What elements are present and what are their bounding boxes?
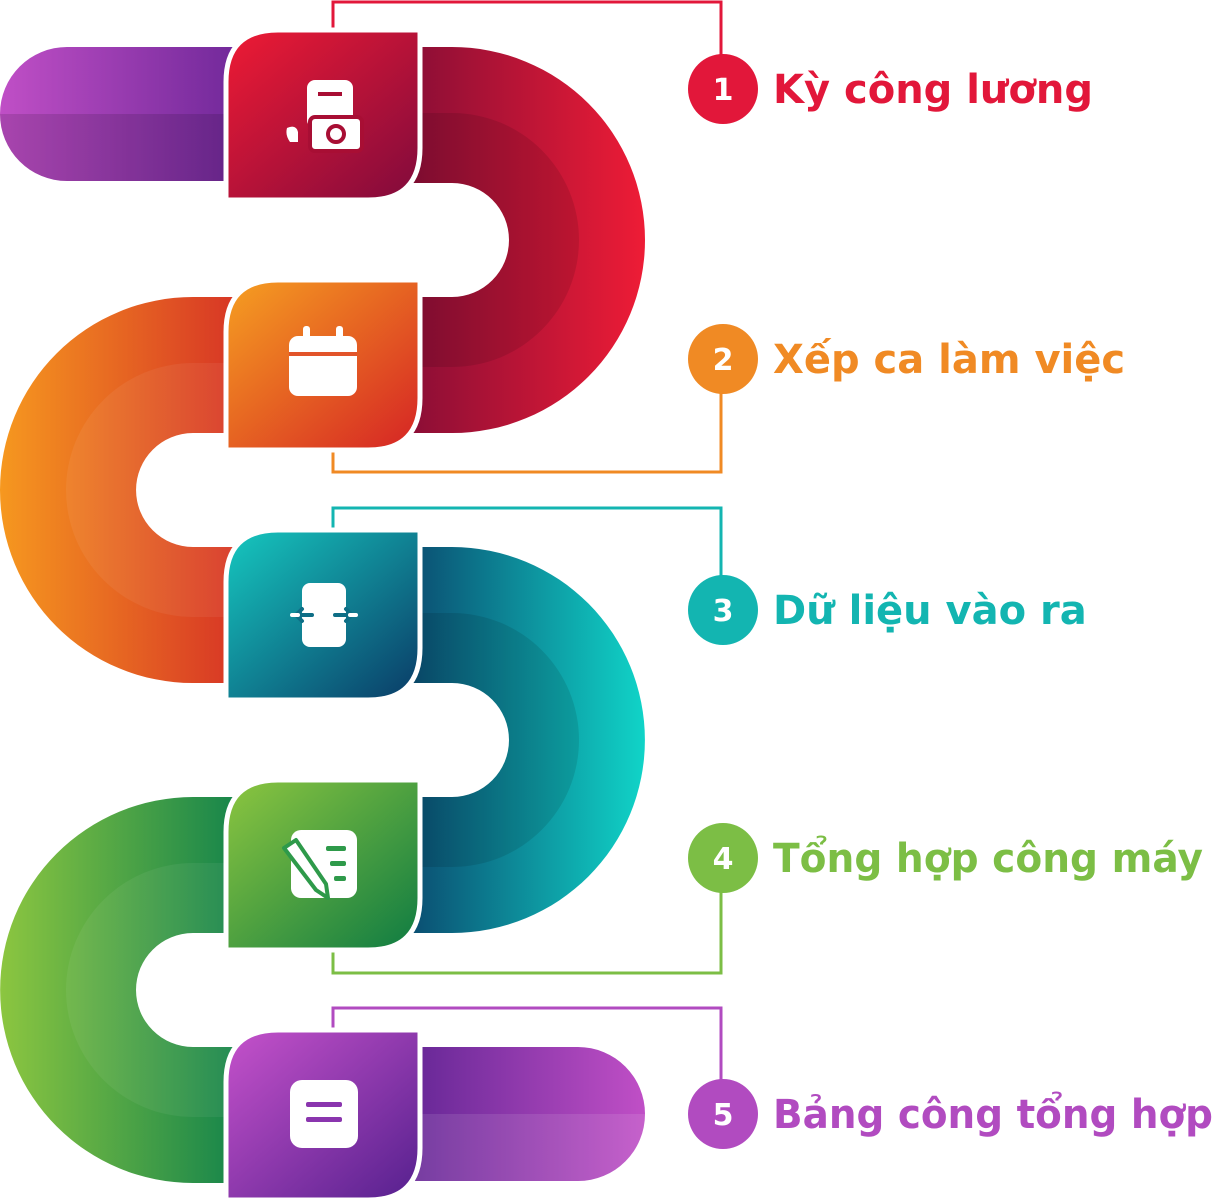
- step-badge-5: [688, 1079, 758, 1149]
- band-arc-teal-inner: [380, 613, 579, 867]
- step-badge-2: [688, 324, 758, 394]
- connector-2: [331, 392, 723, 474]
- band-arc-orange: [0, 297, 260, 683]
- band-start-cap-shade: [0, 114, 260, 181]
- band-end-cap: [380, 1047, 645, 1181]
- connector-5: [331, 1006, 723, 1082]
- step-number-4: 4: [713, 842, 734, 877]
- band-arc-teal: [380, 547, 645, 933]
- step-number-2: 2: [713, 343, 734, 378]
- step-number-5: 5: [713, 1098, 734, 1133]
- step-3: 3 Dữ liệu vào ra: [688, 575, 1087, 645]
- connector-3: [331, 506, 723, 578]
- step-2: 2 Xếp ca làm việc: [688, 324, 1125, 394]
- step-1: 1 Kỳ công lương: [688, 54, 1093, 124]
- phone-in-out-icon: [290, 583, 358, 647]
- connector-4: [331, 892, 723, 975]
- step-badge-4: [688, 823, 758, 893]
- step-badge-3: [688, 575, 758, 645]
- band-arc-red: [380, 47, 645, 433]
- band-arc-orange-inner: [66, 363, 260, 617]
- step-5: 5 Bảng công tổng hợp: [688, 1079, 1213, 1149]
- step-number-3: 3: [713, 594, 734, 629]
- calendar-icon: [289, 326, 357, 396]
- band-end-cap-shade: [380, 1114, 645, 1181]
- step-number-1: 1: [713, 73, 734, 108]
- connector-lines: [331, 0, 723, 1082]
- step-4: 4 Tổng hợp công máy: [688, 823, 1203, 893]
- connector-1: [331, 0, 723, 60]
- step-label-1: Kỳ công lương: [773, 67, 1093, 113]
- edit-list-icon: [282, 830, 357, 900]
- band-start-cap: [0, 47, 260, 181]
- step-label-4: Tổng hợp công máy: [773, 834, 1203, 882]
- step-label-2: Xếp ca làm việc: [773, 337, 1125, 383]
- band-arc-green: [0, 797, 261, 1183]
- band-arc-red-inner: [380, 113, 579, 367]
- payroll-receipt-icon: [286, 80, 364, 153]
- step-badge-1: [688, 54, 758, 124]
- band-arc-green-inner: [66, 863, 260, 1117]
- step-label-3: Dữ liệu vào ra: [773, 588, 1087, 634]
- snake-band: [0, 47, 645, 1183]
- document-lines-icon: [290, 1080, 358, 1148]
- step-label-5: Bảng công tổng hợp: [773, 1090, 1213, 1138]
